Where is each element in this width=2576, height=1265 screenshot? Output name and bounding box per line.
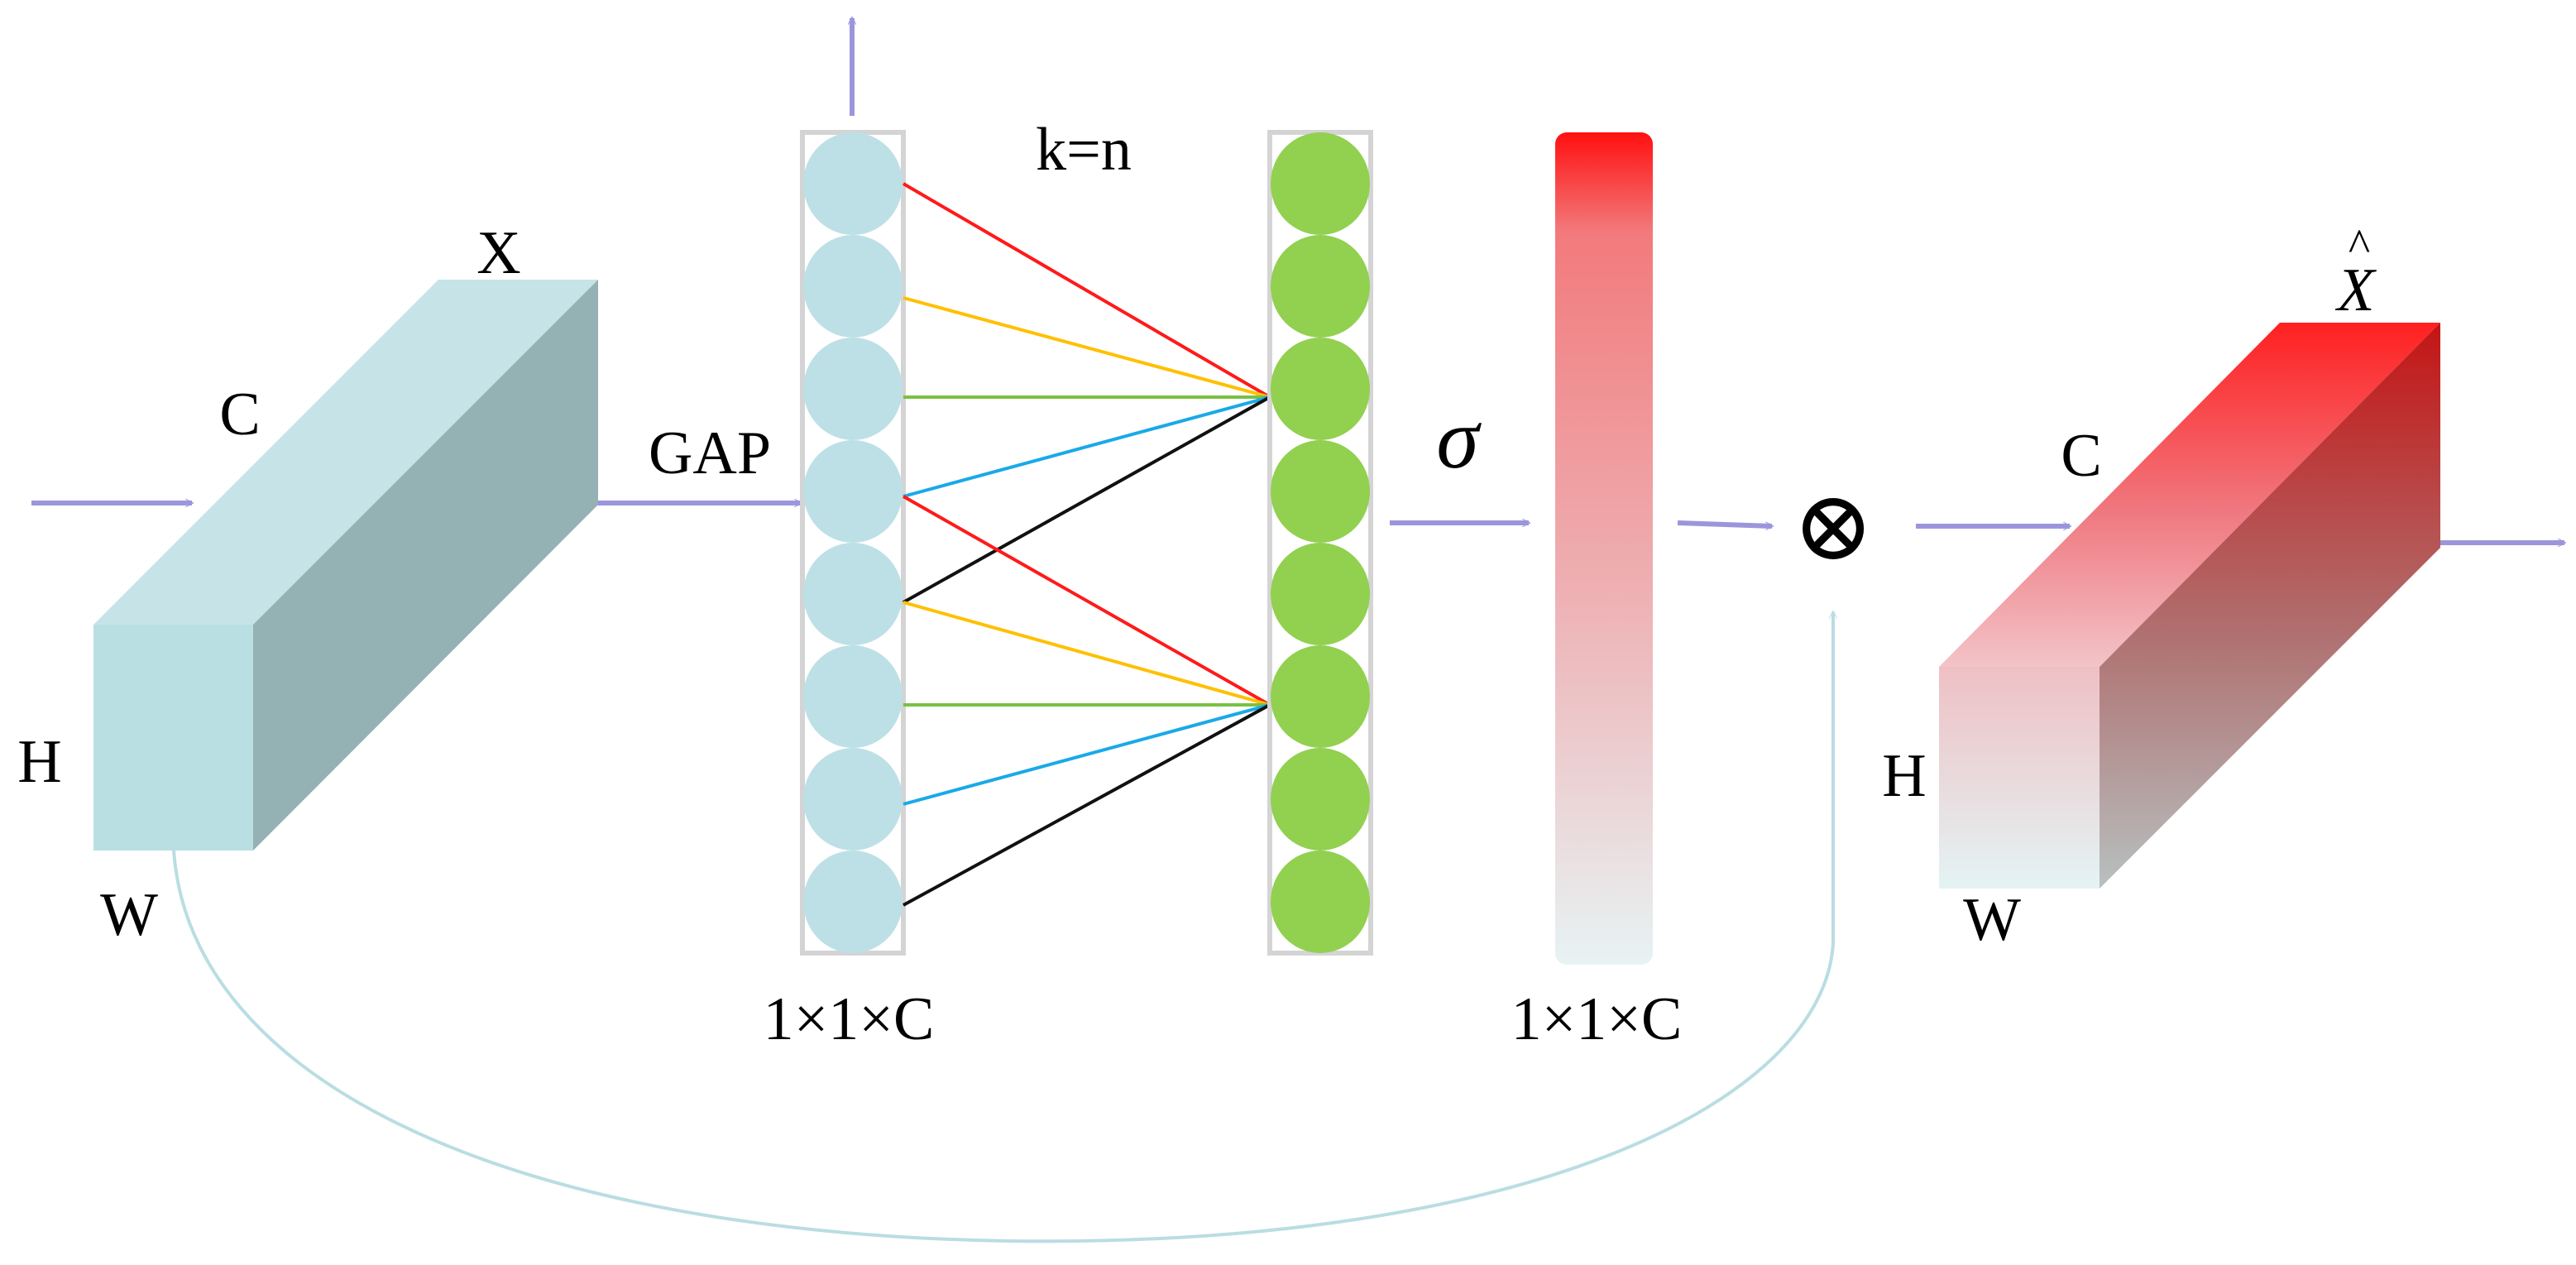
conv-line-1-2 (903, 296, 1271, 399)
conv-line-2-1 (903, 495, 1271, 707)
conv-line-1-4 (903, 395, 1271, 498)
output-node-8 (1271, 851, 1370, 953)
conv-line-1-1 (902, 182, 1271, 399)
input-label-c: C (219, 381, 260, 448)
input-label-h: H (17, 728, 61, 796)
output-node-6 (1271, 645, 1370, 748)
input-label-w: W (100, 881, 158, 949)
input-block-side-face (253, 280, 598, 851)
input-label-x: X (476, 219, 520, 287)
input-vector-dim-label: 1×1×C (764, 985, 935, 1053)
input-node-4 (803, 440, 903, 543)
to-multiply-arrow (1677, 520, 1772, 526)
conv-kernel-label: k=n (1036, 116, 1132, 184)
input-block-top-face (93, 280, 598, 625)
output-label-x-hat: X (2334, 256, 2377, 324)
conv-line-2-5 (903, 703, 1271, 907)
weight-vector-dim-label: 1×1×C (1511, 985, 1683, 1053)
input-block-front-face (93, 625, 253, 851)
sigmoid-label: σ (1436, 391, 1482, 486)
conv-line-1-5 (903, 395, 1271, 604)
output-feature-block (1939, 323, 2440, 889)
conv-line-2-2 (903, 601, 1271, 707)
conv-line-2-4 (903, 703, 1271, 806)
input-node-6 (803, 645, 903, 748)
input-node-2 (803, 235, 903, 338)
output-node-4 (1271, 440, 1370, 543)
output-label-w: W (1963, 886, 2021, 954)
gap-label: GAP (649, 419, 771, 487)
conv-output-nodes (1271, 132, 1370, 953)
input-node-8 (803, 851, 903, 953)
output-block-top-face (1939, 323, 2440, 667)
input-node-1 (803, 132, 903, 235)
output-block-front-face (1939, 667, 2100, 889)
input-node-7 (803, 748, 903, 851)
input-node-3 (803, 338, 903, 440)
output-node-7 (1271, 748, 1370, 851)
output-node-2 (1271, 235, 1370, 338)
output-node-3 (1271, 338, 1370, 440)
multiply-icon: ⊗ (1793, 472, 1875, 581)
output-node-5 (1271, 543, 1370, 645)
output-node-1 (1271, 132, 1370, 235)
skip-connection-curve (172, 612, 1833, 1243)
output-label-c: C (2061, 422, 2101, 490)
input-vector-nodes (803, 132, 903, 953)
input-feature-block (93, 280, 598, 851)
output-label-h: H (1882, 742, 1926, 810)
conv1d-connections (902, 182, 1271, 907)
input-node-5 (803, 543, 903, 645)
output-block-side-face (2100, 323, 2440, 889)
hat-accent: ^ (2349, 220, 2370, 271)
attention-weight-bar (1555, 132, 1653, 965)
